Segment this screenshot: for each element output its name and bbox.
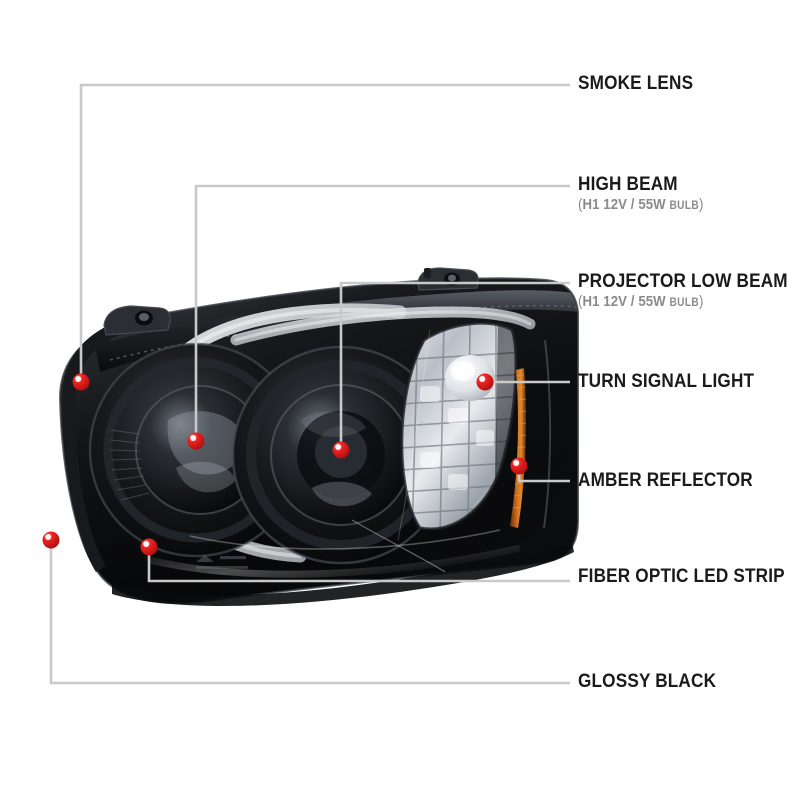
marker-fiber-optic-led-strip[interactable] — [140, 538, 158, 556]
gloss-reflections — [149, 329, 552, 587]
leader-smoke-lens — [79, 83, 570, 382]
marker-glossy-black[interactable] — [42, 531, 60, 549]
housing-left-lip — [62, 312, 150, 572]
callout-markers — [42, 373, 528, 556]
callout-amber-reflector: AMBER REFLECTOR — [578, 469, 777, 491]
marker-projector-low-beam[interactable] — [332, 441, 350, 459]
paren-open-projector-low-beam: ( — [578, 293, 583, 311]
leader-projector-low-beam — [339, 281, 570, 450]
callout-title-amber-reflector: AMBER REFLECTOR — [578, 469, 753, 491]
leader-high-beam — [194, 184, 570, 441]
callout-projector-low-beam: PROJECTOR LOW BEAM (H1 12V / 55W BULB) — [578, 271, 800, 310]
molded-lens-text — [196, 555, 248, 569]
marker-smoke-lens[interactable] — [72, 373, 90, 391]
leader-fiber-optic — [147, 547, 570, 583]
callout-high-beam: HIGH BEAM (H1 12V / 55W BULB) — [578, 174, 721, 213]
bulb-spec-high-beam: H1 12V / 55W — [582, 196, 666, 214]
marker-high-beam[interactable] — [187, 432, 205, 450]
callout-sub-projector-low-beam: (H1 12V / 55W BULB) — [578, 294, 788, 310]
paren-close-projector-low-beam: ) — [699, 293, 704, 311]
housing-bottom-skirt — [112, 542, 574, 607]
mounting-tab-left — [103, 305, 171, 336]
callout-turn-signal-light: TURN SIGNAL LIGHT — [578, 370, 778, 392]
callout-fiber-optic-led-strip: FIBER OPTIC LED STRIP — [578, 565, 800, 587]
callout-title-smoke-lens: SMOKE LENS — [578, 72, 694, 94]
paren-close-high-beam: ) — [699, 196, 704, 214]
bulb-spec-projector-low-beam: H1 12V / 55W — [582, 293, 666, 311]
callout-glossy-black: GLOSSY BLACK — [578, 670, 735, 692]
paren-open-high-beam: ( — [578, 196, 583, 214]
callout-sub-high-beam: (H1 12V / 55W BULB) — [578, 197, 704, 213]
mounting-tab-right — [417, 267, 479, 291]
leader-glossy-black — [49, 540, 570, 685]
callout-title-turn-signal-light: TURN SIGNAL LIGHT — [578, 370, 755, 392]
callout-title-projector-low-beam: PROJECTOR LOW BEAM — [578, 270, 788, 292]
callout-title-high-beam: HIGH BEAM — [578, 173, 678, 195]
bulb-unit-high-beam: BULB — [669, 200, 700, 213]
callout-smoke-lens: SMOKE LENS — [578, 72, 709, 94]
callout-title-fiber-optic-led-strip: FIBER OPTIC LED STRIP — [578, 565, 785, 587]
marker-amber-reflector[interactable] — [510, 457, 528, 475]
amber-reflector-strip — [510, 368, 527, 528]
leader-lines — [49, 83, 570, 685]
bulb-unit-projector-low-beam: BULB — [669, 297, 700, 310]
marker-turn-signal-light[interactable] — [476, 373, 494, 391]
callout-title-glossy-black: GLOSSY BLACK — [578, 670, 717, 692]
